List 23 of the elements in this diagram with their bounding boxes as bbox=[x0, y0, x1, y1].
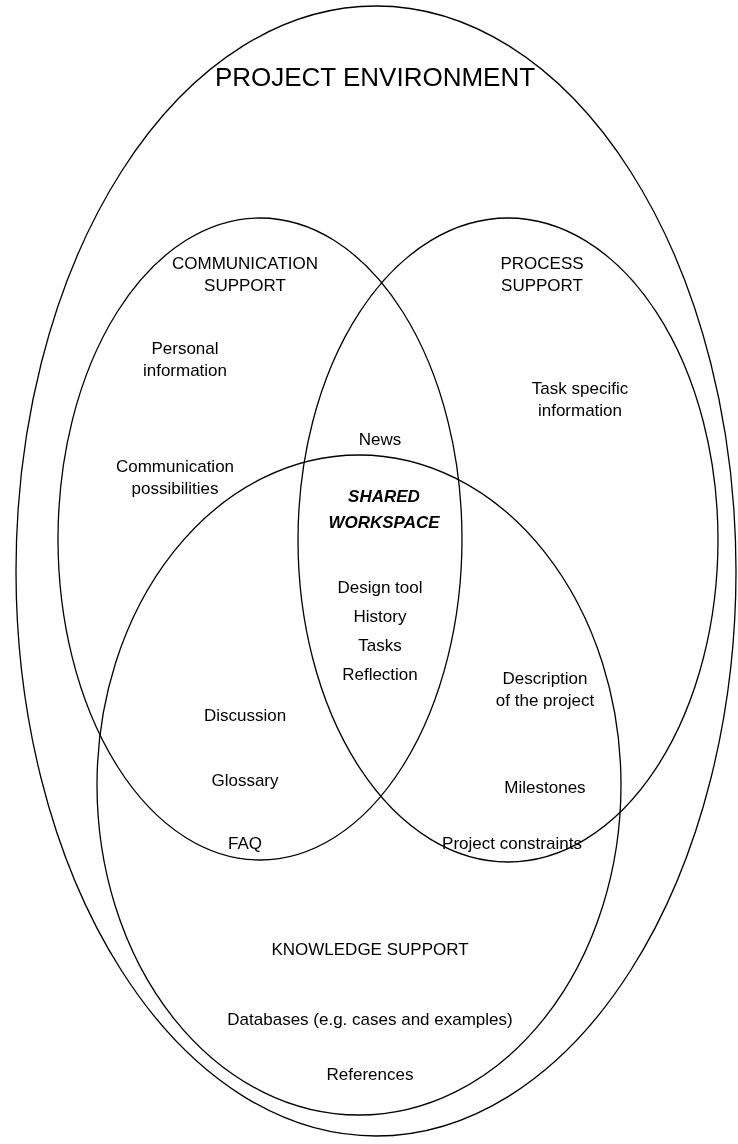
venn-ellipse bbox=[97, 455, 621, 1115]
region-title: COMMUNICATION SUPPORT bbox=[170, 253, 320, 297]
region-title: SHARED WORKSPACE bbox=[327, 486, 441, 534]
item-label: Personal information bbox=[141, 338, 229, 382]
item-label: Discussion bbox=[202, 705, 288, 727]
item-label: References bbox=[325, 1064, 415, 1086]
item-label: Description of the project bbox=[494, 668, 596, 712]
item-label: Design tool bbox=[336, 577, 424, 599]
item-label: Glossary bbox=[210, 770, 280, 792]
item-label: News bbox=[357, 429, 403, 451]
item-label: Project constraints bbox=[441, 833, 583, 855]
region-title: PROJECT ENVIRONMENT bbox=[213, 62, 537, 92]
item-label: History bbox=[352, 606, 408, 628]
region-title: PROCESS SUPPORT bbox=[499, 253, 585, 297]
region-title: KNOWLEDGE SUPPORT bbox=[270, 939, 470, 961]
item-label: Task specific information bbox=[530, 378, 630, 422]
venn-ellipse bbox=[16, 6, 736, 1136]
item-label: Tasks bbox=[357, 635, 403, 657]
item-label: Milestones bbox=[503, 777, 587, 799]
item-label: Reflection bbox=[341, 664, 419, 686]
item-label: FAQ bbox=[227, 833, 263, 855]
item-label: Databases (e.g. cases and examples) bbox=[226, 1009, 514, 1031]
item-label: Communication possibilities bbox=[114, 456, 236, 500]
